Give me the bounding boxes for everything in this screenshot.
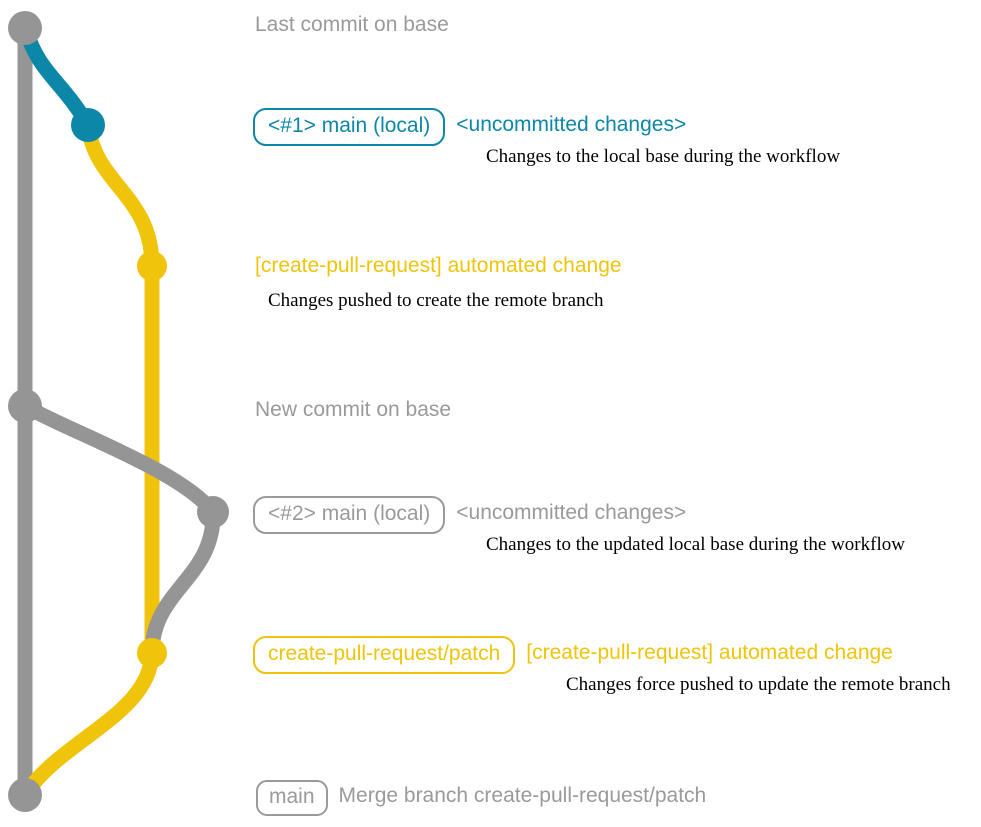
commit-note-automated-1: Changes pushed to create the remote bran… [268,290,604,311]
commit-note-local-1: Changes to the local base during the wor… [486,146,841,167]
node-new-commit-on-base[interactable] [8,389,42,423]
node-last-commit-on-base[interactable] [8,11,42,45]
commit-row-local-2: <#2> main (local) <uncommitted changes> [253,496,686,534]
commit-subject-last-commit-on-base: Last commit on base [255,13,449,36]
edge-local-2-to-automated-2 [144,504,221,661]
commit-subject-local-2: <uncommitted changes> [456,501,687,524]
ref-badge-main-local-2[interactable]: <#2> main (local) [253,496,446,534]
commit-note-local-2: Changes to the updated local base during… [486,534,905,555]
node-automated-2[interactable] [137,638,167,668]
commit-subject-automated-1: [create-pull-request] automated change [255,254,622,277]
ref-badge-main-local-1[interactable]: <#1> main (local) [253,108,446,146]
node-automated-1[interactable] [137,251,167,281]
edge-base-to-local-2 [17,398,221,520]
commit-subject-new-commit-on-base: New commit on base [255,398,452,421]
ref-badge-main[interactable]: main [256,780,328,816]
node-merge[interactable] [8,778,42,812]
ref-badge-create-pull-request-patch[interactable]: create-pull-request/patch [253,636,516,674]
commit-row-local-1: <#1> main (local) <uncommitted changes> [253,108,686,146]
commit-subject-merge: Merge branch create-pull-request/patch [338,784,707,807]
commit-subject-automated-2: [create-pull-request] automated change [526,641,893,664]
commit-subject-local-1: <uncommitted changes> [456,113,687,136]
commit-row-merge: main Merge branch create-pull-request/pa… [256,780,706,816]
node-local-2[interactable] [197,496,229,528]
commit-note-automated-2: Changes force pushed to update the remot… [566,674,951,695]
commit-row-automated-2: create-pull-request/patch [create-pull-r… [253,636,893,674]
edge-automated-2-to-merge [17,645,160,803]
edge-base-to-local-1 [17,20,96,133]
node-local-1[interactable] [71,108,105,142]
edge-local-1-to-automated-1 [80,117,160,274]
